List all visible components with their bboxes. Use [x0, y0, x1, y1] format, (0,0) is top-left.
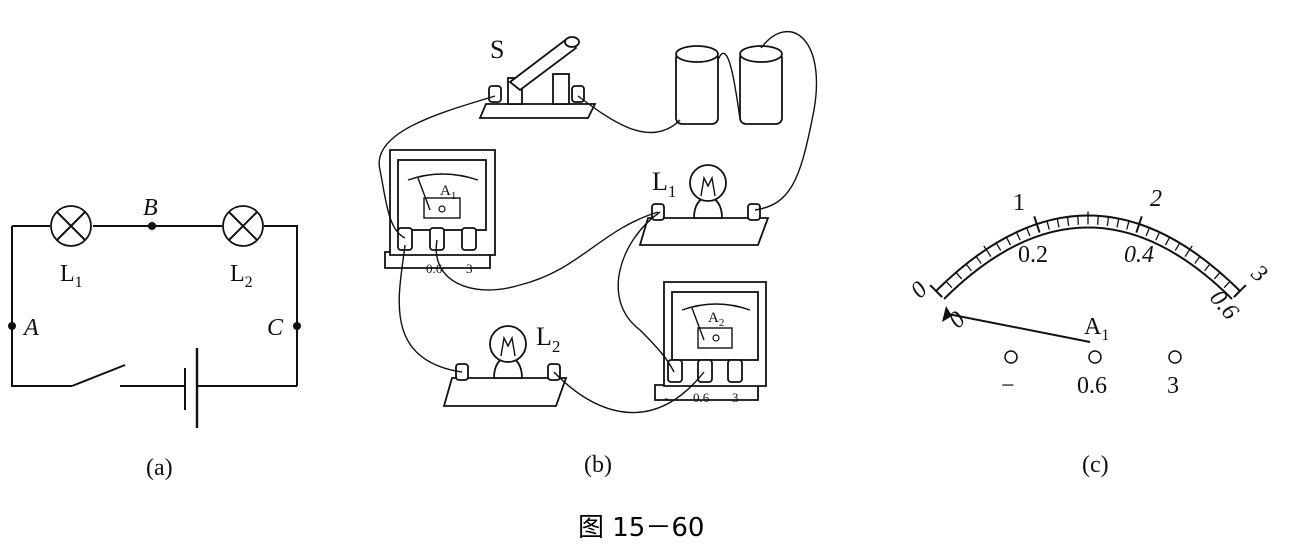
knife-switch: S — [478, 35, 597, 119]
figure-caption: 图 15－60 — [578, 513, 704, 543]
switch-blade — [71, 364, 126, 387]
dial-tick — [1213, 271, 1221, 280]
point-a-label: A — [22, 315, 39, 341]
dial-tick — [983, 245, 992, 258]
dial-tick — [1066, 216, 1070, 226]
terminal-3-label: 3 — [1167, 373, 1179, 399]
point-a-dot — [8, 322, 16, 330]
dial-tick — [1025, 227, 1031, 237]
dial-tick — [1135, 216, 1143, 233]
ammeter-a2: A2 - 0.6 3 — [654, 281, 767, 405]
panel-a-circuit: L1 L2 B A C (a) — [8, 195, 301, 481]
wire-top-right — [264, 225, 298, 386]
dial-tick — [1233, 284, 1247, 298]
dial-tick — [995, 242, 1002, 251]
panel-b-caption: (b) — [584, 452, 612, 478]
point-c-dot — [293, 322, 301, 330]
inner-scale-06: 0.6 — [1204, 285, 1243, 325]
terminal-06-symbol — [1088, 350, 1102, 364]
wire-left — [11, 226, 72, 387]
dial-tick — [1184, 245, 1193, 258]
dial-tick — [929, 284, 943, 298]
panel-c-dial: 0 1 2 3 0 0.2 0.4 0.6 A1 − 0.6 3 (c) — [906, 186, 1272, 478]
ammeter-a1: A1 0.6 3 — [384, 149, 496, 276]
dial-tick — [1223, 280, 1231, 289]
dial-meter-label: A1 — [1084, 314, 1109, 344]
panel-b-wiring: S A1 0.6 3 — [378, 30, 818, 478]
outer-scale-0: 0 — [906, 277, 933, 304]
dial-tick — [1126, 220, 1130, 230]
dial-tick — [1145, 227, 1151, 237]
dial-tick — [1106, 216, 1110, 226]
lamp-l2-board-label: L2 — [536, 322, 560, 356]
dial-tick — [1097, 215, 1099, 225]
dial-tick — [975, 255, 982, 264]
dial-tick — [945, 280, 953, 289]
terminal-3-symbol — [1168, 350, 1182, 364]
ammeter-a1-terminal-06: 0.6 — [426, 261, 443, 276]
ammeter-a2-label: A2 — [708, 310, 724, 329]
outer-scale-3: 3 — [1245, 259, 1272, 287]
dial-tick — [1204, 263, 1211, 272]
connecting-wires — [378, 30, 818, 414]
lamp-l2-symbol — [222, 205, 264, 247]
lamp-l1-board-label: L1 — [652, 167, 676, 201]
dial-tick — [1174, 242, 1181, 251]
dial-tick — [965, 263, 972, 272]
battery-cells — [675, 45, 783, 125]
outer-scale-2: 2 — [1150, 186, 1162, 212]
dial-tick — [955, 271, 963, 280]
dial-tick — [1155, 231, 1161, 241]
dial-ticks — [929, 211, 1247, 298]
inner-scale-04: 0.4 — [1124, 242, 1154, 268]
dial-tick — [1005, 236, 1012, 246]
dial-needle-tip — [942, 306, 952, 322]
ammeter-a2-terminal-minus: - — [664, 390, 668, 405]
dial-tick — [1194, 255, 1201, 264]
dial-tick — [1046, 220, 1050, 230]
dial-tick — [1033, 216, 1041, 233]
switch-label: S — [490, 35, 504, 64]
inner-scale-0: 0 — [944, 307, 971, 334]
terminal-06-label: 0.6 — [1077, 373, 1107, 399]
ammeter-a1-label: A1 — [440, 183, 456, 202]
lamp-l2-board: L2 — [442, 322, 568, 407]
dial-tick — [1056, 218, 1060, 228]
lamp-l2-label: L2 — [230, 261, 253, 291]
terminal-minus-label: − — [1001, 373, 1015, 399]
lamp-l1-board: L1 — [638, 164, 770, 246]
dial-tick — [1077, 215, 1079, 225]
outer-scale-1: 1 — [1013, 190, 1025, 216]
dial-inner-arc — [943, 226, 1233, 300]
ammeter-a1-terminal-3: 3 — [466, 261, 473, 276]
ammeter-a2-terminal-3: 3 — [732, 390, 739, 405]
dial-tick — [1164, 236, 1171, 246]
point-b-label: B — [143, 195, 158, 221]
dial-tick — [1015, 231, 1021, 241]
panel-c-caption: (c) — [1082, 452, 1109, 478]
panel-a-caption: (a) — [146, 455, 173, 481]
terminal-minus-symbol — [1004, 350, 1018, 364]
point-c-label: C — [267, 315, 284, 341]
dial-tick — [1116, 218, 1120, 228]
lamp-l1-symbol — [50, 205, 92, 247]
dial-needle — [947, 313, 1091, 343]
point-b-dot — [148, 222, 156, 230]
inner-scale-02: 0.2 — [1018, 242, 1048, 268]
ammeter-a2-terminal-06: 0.6 — [693, 390, 710, 405]
lamp-l1-label: L1 — [60, 261, 83, 291]
